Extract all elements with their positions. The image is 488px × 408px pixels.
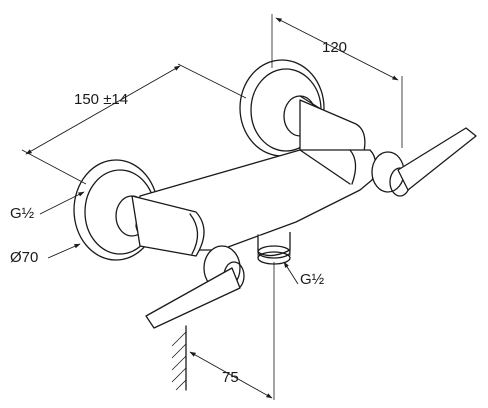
outlet-nipple — [257, 232, 291, 265]
label-120: 120 — [322, 39, 347, 56]
dimension-120: 120 — [271, 14, 403, 148]
label-outlet-thread: G½ — [300, 271, 325, 288]
label-inlet-thread: G½ — [10, 205, 35, 222]
mixer-body — [131, 99, 377, 257]
label-diameter: Ø70 — [10, 249, 38, 266]
dimension-150: 150 ±14 — [21, 63, 247, 185]
label-150: 150 ±14 — [74, 91, 128, 108]
right-handle — [371, 127, 477, 197]
outlet-thread-callout: G½ — [273, 261, 325, 400]
label-75: 75 — [222, 369, 239, 386]
diameter-callout: Ø70 — [10, 243, 81, 266]
left-handle — [145, 245, 245, 329]
inlet-thread-callout: G½ — [10, 191, 85, 222]
wall-hatch — [171, 325, 187, 391]
dimension-75: 75 — [189, 351, 273, 399]
